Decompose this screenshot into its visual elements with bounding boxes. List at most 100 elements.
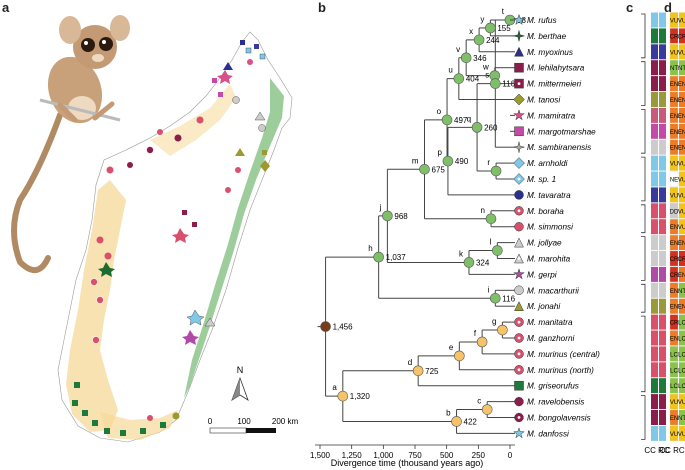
species-row: M. bongolavensis [510, 412, 591, 423]
tree-node [497, 324, 508, 336]
iucn-cc-cell [669, 171, 679, 187]
tree-node [490, 292, 501, 304]
iucn-rc-label: VU [678, 50, 685, 56]
iucn-rc-cell [679, 155, 685, 171]
species-name: M. sp. 1 [527, 175, 556, 184]
iucn-cc-cell [669, 393, 679, 410]
node-age: 675 [432, 165, 446, 174]
iucn-rc-label: VU [678, 432, 685, 438]
species-row: M. macarthurii [510, 285, 579, 295]
species-row: M. murinus (central) [510, 349, 600, 359]
clade-bracket [641, 61, 646, 106]
rc-cell [659, 155, 666, 171]
cc-cell [651, 123, 658, 139]
tree-node [473, 34, 485, 46]
clade-bracket [641, 204, 646, 234]
clade-bracket [641, 315, 646, 393]
iucn-rc-cell [679, 425, 685, 441]
cc-cell [651, 171, 658, 187]
iucn-rc-cell [679, 219, 685, 235]
iucn-cc-cell [669, 314, 679, 330]
cc-cell [651, 107, 658, 123]
iucn-rc-cell [679, 330, 685, 346]
iucn-rc-cell [679, 235, 685, 251]
iucn-cc-label: VU [670, 193, 678, 199]
species-symbol [514, 237, 524, 248]
node-letter: s [485, 71, 489, 80]
node-age: 968 [394, 212, 408, 221]
cc-cell [651, 155, 658, 171]
tree-node [476, 336, 488, 348]
cc-cell [651, 235, 658, 251]
iucn-rc-label: LC [678, 384, 685, 390]
species-row: M. murinus (north) [510, 365, 594, 375]
cc-cell [651, 394, 658, 410]
rc-cell [659, 123, 666, 139]
cc-cell [651, 362, 658, 378]
iucn-rc-cell [679, 266, 685, 282]
species-row: M. rufus [510, 13, 557, 26]
rc-cell [659, 314, 666, 330]
tree-node [451, 416, 462, 427]
axis-tick: 0 [508, 451, 513, 460]
species-name: M. sambiranensis [527, 143, 591, 152]
species-symbol [514, 317, 524, 327]
species-symbol [514, 206, 524, 216]
species-row: M. boraha [510, 206, 564, 216]
cc-cell [651, 330, 658, 346]
node-letter: o [437, 107, 442, 116]
species-name: M. tanosi [527, 96, 560, 105]
cc-cell [651, 282, 658, 298]
rc-cell [659, 394, 666, 410]
node-letter: d [408, 358, 412, 367]
tree-node [382, 210, 393, 222]
node-letter: b [446, 408, 451, 417]
species-row: M. sp. 1 [510, 173, 556, 185]
node-letter: c [477, 397, 481, 406]
iucn-rc-cell [679, 187, 685, 203]
species-symbol [514, 190, 524, 200]
cc-cell [651, 203, 658, 219]
iucn-rc-label: VU [678, 178, 685, 184]
species-name: M. danfossi [527, 429, 569, 438]
species-symbol [514, 46, 524, 57]
iucn-rc-label: VU [678, 193, 685, 199]
species-symbol [514, 365, 524, 375]
axis-tick: 1,000 [373, 451, 394, 460]
iucn-cc-label: LC [670, 368, 678, 374]
rc-cell [659, 425, 666, 441]
iucn-rc-cell [679, 92, 685, 107]
rc-cell [659, 298, 666, 314]
cc-cell [651, 187, 658, 203]
node-age: 260 [484, 123, 498, 132]
species-row: M. berthae [510, 30, 567, 42]
species-name: M. mamiratra [527, 111, 576, 120]
iucn-cc-label: VU [670, 400, 678, 406]
species-symbol [514, 380, 524, 391]
species-symbol [514, 221, 524, 232]
rc-cell [659, 203, 666, 219]
iucn-rc-cell [679, 251, 685, 266]
cc-cell [651, 92, 658, 107]
species-row: M. jonahi [510, 301, 560, 311]
species-row: M. manitatra [510, 317, 573, 327]
col-c-label: CC RC [644, 446, 670, 455]
species-row: M. myoxinus [510, 46, 573, 57]
north-label: N [237, 365, 244, 375]
cc-cell [651, 378, 658, 394]
species-row: M. tavaratra [510, 190, 571, 200]
north-arrow: N [231, 365, 249, 401]
rc-cell [659, 12, 666, 28]
iucn-rc-cell [679, 12, 685, 28]
species-name: M. myoxinus [527, 48, 573, 57]
iucn-cc-label: EN [670, 337, 678, 343]
axis-tick: 1,500 [310, 451, 331, 460]
axis-label: Divergence time (thousand years ago) [331, 458, 484, 468]
scale-tick-200: 200 km [272, 417, 299, 426]
iucn-cc-cell [669, 60, 679, 76]
iucn-rc-label: EN [678, 241, 685, 247]
rc-cell [659, 362, 666, 378]
species-symbol [514, 253, 524, 264]
